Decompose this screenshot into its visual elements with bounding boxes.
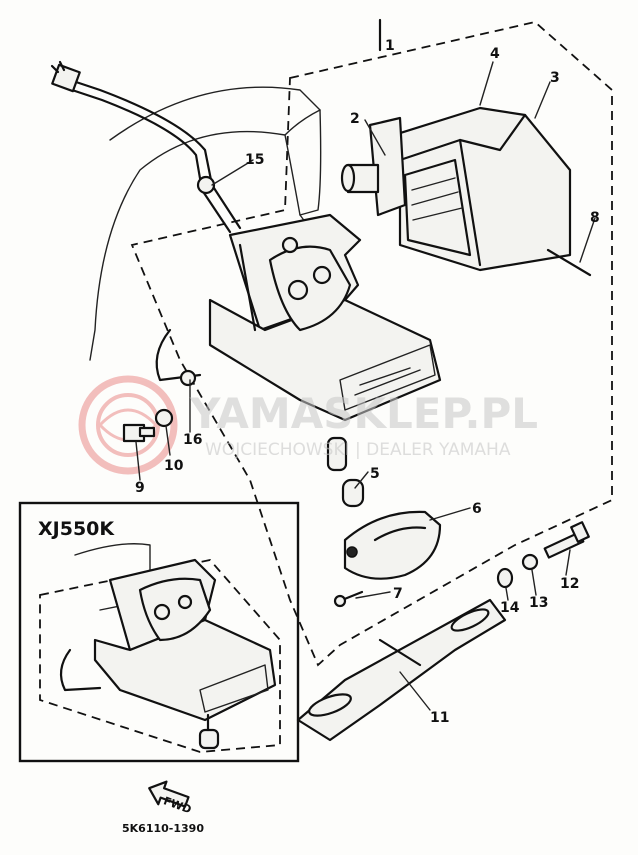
- callout-14: 14: [500, 600, 520, 616]
- inset-xj550k: XJ550K: [18, 501, 300, 763]
- callout-15: 15: [245, 152, 264, 168]
- callout-labels: 1 2 3 4 5 6 7 8 9 10 11 12 13 14 15 16: [135, 38, 600, 726]
- part-code: 5K6110-1390: [122, 822, 204, 835]
- washer-14: [496, 567, 514, 589]
- callout-7: 7: [393, 586, 403, 602]
- fender-outline: [89, 86, 322, 361]
- callout-12: 12: [560, 576, 579, 592]
- callout-4: 4: [490, 46, 500, 62]
- watermark-dealer: WOJCIECHOWSKI | DEALER YAMAHA: [205, 440, 511, 460]
- callout-13: 13: [529, 595, 548, 611]
- leader-lines: [135, 61, 596, 711]
- wire-harness: [50, 60, 242, 234]
- callout-11: 11: [430, 710, 449, 726]
- callout-16: 16: [183, 432, 202, 448]
- washer-10: [154, 408, 174, 428]
- tail-lens-assembly: [340, 106, 592, 277]
- callout-2: 2: [350, 111, 360, 127]
- bolt-9: [122, 423, 156, 443]
- callout-8: 8: [590, 210, 600, 226]
- bulb-5: [326, 436, 365, 508]
- washer-13: [521, 553, 539, 571]
- inset-title: XJ550K: [38, 518, 115, 540]
- grommet-15: [196, 175, 216, 195]
- license-light-cover: [343, 510, 442, 580]
- forward-arrow: FWD: [148, 780, 193, 816]
- callout-5: 5: [370, 466, 380, 482]
- callout-9: 9: [135, 480, 145, 496]
- tail-light-housing: [155, 213, 442, 422]
- watermark-logo: [78, 375, 178, 475]
- bolt-12: [543, 521, 590, 559]
- callout-10: 10: [164, 458, 184, 474]
- plate-bracket: [296, 598, 507, 742]
- callout-1: 1: [385, 38, 395, 54]
- callout-6: 6: [472, 501, 482, 517]
- assembly-outline: [130, 21, 613, 667]
- watermark-brand: YAMASKLEP.PL: [189, 389, 538, 438]
- callout-3: 3: [550, 70, 560, 86]
